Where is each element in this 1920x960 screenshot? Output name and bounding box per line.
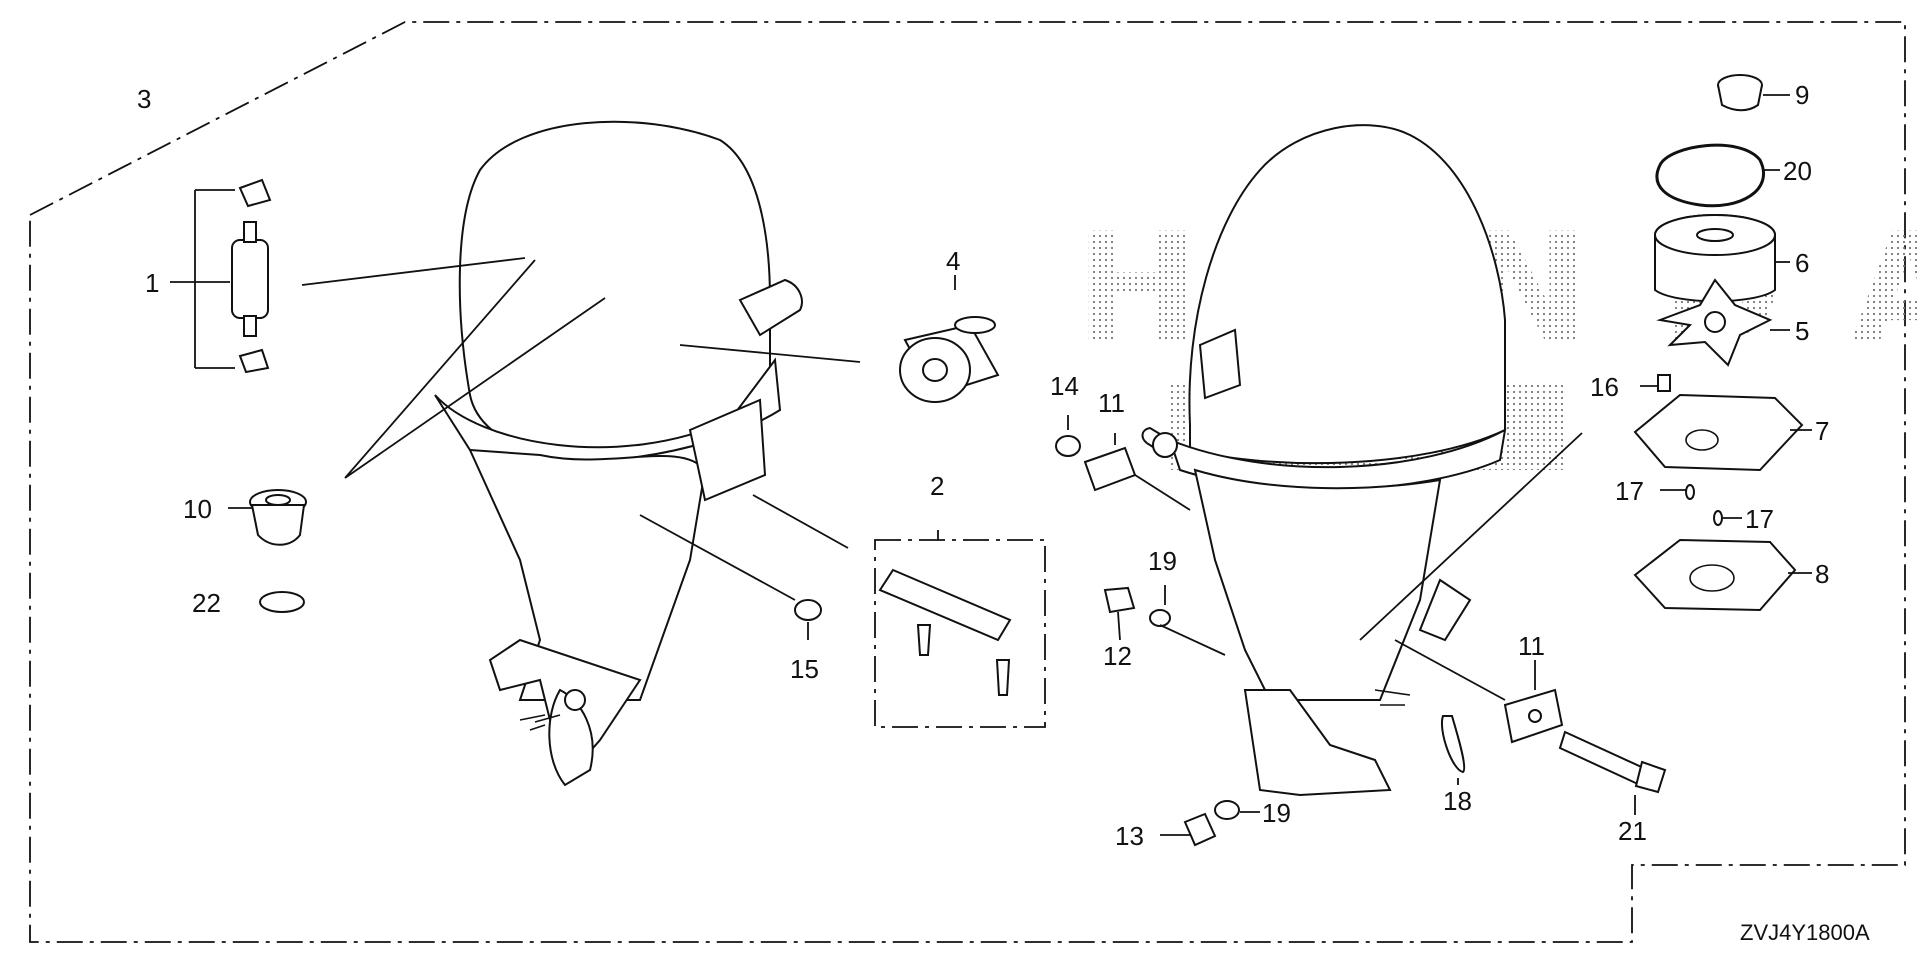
callout-10: 10 bbox=[183, 494, 212, 524]
outboard-motor-right bbox=[1141, 124, 1507, 797]
callout-20: 20 bbox=[1783, 156, 1812, 186]
gasket-plate-8 bbox=[1633, 538, 1797, 612]
gasket-20 bbox=[1655, 143, 1765, 208]
callout-11-lower: 11 bbox=[1518, 631, 1545, 661]
callout-22: 22 bbox=[192, 588, 221, 618]
callout-12: 12 bbox=[1103, 641, 1132, 671]
anode-11-lower bbox=[1503, 688, 1564, 744]
pin-17-left bbox=[1685, 484, 1695, 500]
fuel-filter bbox=[231, 178, 272, 374]
thermostat bbox=[249, 489, 307, 546]
anode-11-upper bbox=[1083, 446, 1137, 492]
callout-19-upper: 19 bbox=[1148, 546, 1177, 576]
pin-17-right bbox=[1713, 510, 1723, 526]
callout-21: 21 bbox=[1618, 816, 1647, 846]
washer-19-upper bbox=[1149, 609, 1171, 627]
plate-7 bbox=[1633, 393, 1804, 472]
oil-filter bbox=[899, 316, 1000, 403]
leader-lines bbox=[170, 94, 1812, 836]
washer-19-lower bbox=[1214, 800, 1240, 820]
impeller-housing-6 bbox=[1654, 214, 1776, 303]
callout-1: 1 bbox=[145, 268, 159, 298]
bolt-12 bbox=[1103, 586, 1136, 614]
callout-15: 15 bbox=[790, 654, 819, 684]
callout-9: 9 bbox=[1795, 80, 1809, 110]
callout-4: 4 bbox=[946, 246, 960, 276]
callout-17-right: 17 bbox=[1745, 504, 1774, 534]
callouts: 1 2 3 4 5 6 7 8 9 10 11 11 12 13 14 15 1… bbox=[137, 80, 1829, 851]
nut-14 bbox=[1055, 435, 1081, 457]
callout-2: 2 bbox=[930, 471, 944, 501]
callout-14: 14 bbox=[1050, 371, 1079, 401]
callout-8: 8 bbox=[1815, 559, 1829, 589]
callout-16: 16 bbox=[1590, 372, 1619, 402]
callout-7: 7 bbox=[1815, 416, 1829, 446]
bolt-21 bbox=[1558, 730, 1667, 794]
callout-17-left: 17 bbox=[1615, 476, 1644, 506]
callout-11-upper: 11 bbox=[1098, 388, 1125, 418]
outboard-motor-left bbox=[434, 120, 803, 787]
callout-5: 5 bbox=[1795, 316, 1809, 346]
washer-15 bbox=[794, 599, 822, 621]
o-ring-22 bbox=[259, 591, 305, 613]
callout-18: 18 bbox=[1443, 786, 1472, 816]
callout-3: 3 bbox=[137, 84, 151, 114]
callout-13: 13 bbox=[1115, 821, 1144, 851]
drain-screw-13 bbox=[1183, 812, 1217, 847]
cotter-pin-18 bbox=[1441, 715, 1466, 774]
key-16 bbox=[1657, 374, 1671, 392]
anode-kit bbox=[874, 539, 1046, 728]
diagram-code: ZVJ4Y1800A bbox=[1740, 920, 1870, 945]
seal-9 bbox=[1717, 74, 1763, 112]
kit-boundary bbox=[29, 21, 1906, 943]
callout-6: 6 bbox=[1795, 248, 1809, 278]
impeller-5 bbox=[1656, 278, 1773, 367]
callout-19-lower: 19 bbox=[1262, 798, 1291, 828]
